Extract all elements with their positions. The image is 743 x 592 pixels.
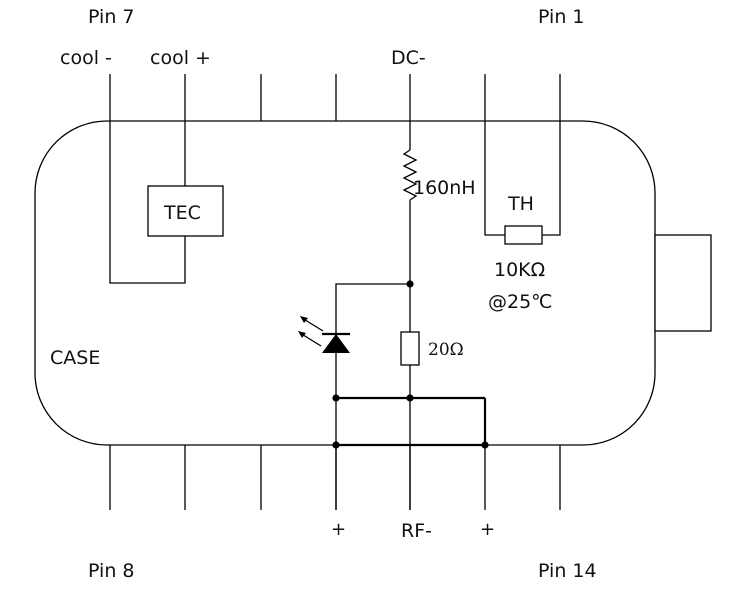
emission-arrow-2-head [298, 331, 306, 338]
rf-minus-label: RF- [401, 520, 432, 542]
tec-label: TEC [163, 202, 201, 224]
case-label: CASE [50, 347, 100, 369]
resistor-symbol [400, 331, 420, 366]
thermistor-symbol [504, 225, 543, 245]
emission-arrow-1-head [300, 316, 308, 323]
junction-anode-upper [332, 394, 340, 402]
pin-14-label: Pin 14 [538, 560, 597, 582]
plus-left-label: + [331, 519, 346, 540]
cool-minus-label: cool - [60, 47, 112, 69]
dc-minus-label: DC- [391, 47, 426, 69]
laser-diode-symbol [322, 334, 350, 353]
tec-cool-minus-wire [109, 121, 186, 284]
cool-plus-label: cool + [150, 47, 211, 69]
thermistor-label: TH [507, 193, 534, 215]
inductor-label: 160nH [413, 177, 476, 199]
thermistor-temp: @25℃ [488, 291, 553, 313]
pin-8-label: Pin 8 [88, 560, 135, 582]
tec-box [147, 185, 224, 237]
resistor-label: 20Ω [428, 340, 464, 360]
case-tab [654, 234, 712, 332]
inductor-symbol [402, 149, 418, 201]
plus-right-label: + [480, 519, 495, 540]
junction-anode-lower [332, 441, 340, 449]
junction-anode-right [481, 441, 489, 449]
thermistor-left-wire [484, 121, 505, 236]
pin-1-label: Pin 1 [538, 6, 585, 28]
pin-7-label: Pin 7 [88, 6, 135, 28]
thermistor-right-wire [542, 121, 561, 236]
thermistor-value: 10KΩ [494, 259, 545, 281]
diode-cathode-wire [335, 283, 410, 334]
